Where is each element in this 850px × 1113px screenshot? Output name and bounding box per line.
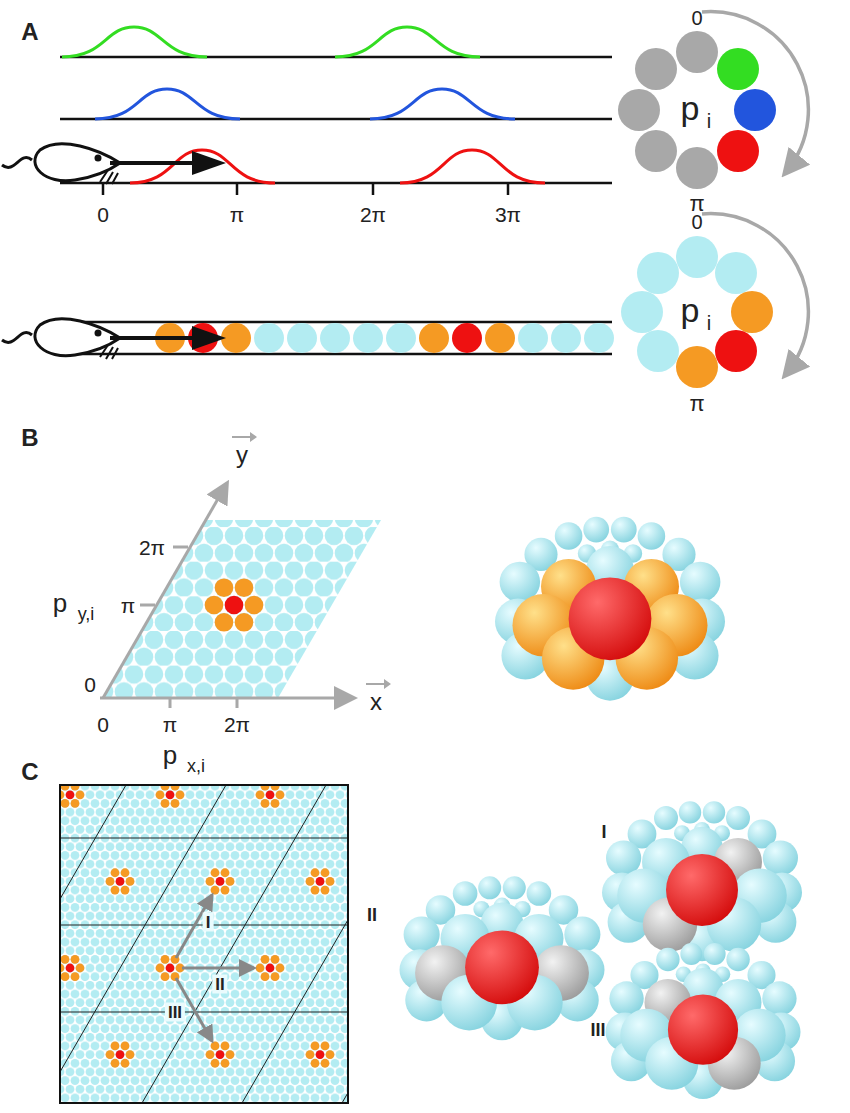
phase-label: 0 (691, 8, 702, 28)
vector-label: III (165, 1003, 185, 1022)
tick-label: 2π (139, 537, 165, 558)
panel-letter: C (21, 760, 38, 784)
phase-subscript: i (707, 111, 711, 131)
phase-label: 0 (691, 212, 702, 232)
variant-label: II (367, 906, 377, 924)
tick-label: 0 (97, 204, 109, 225)
tick-label: 3π (495, 204, 521, 225)
tick-label: 0 (97, 714, 109, 735)
phase-symbol: p (681, 293, 700, 327)
tick-label: π (121, 595, 136, 616)
tick-label: 2π (360, 204, 386, 225)
tick-label: 0 (84, 674, 96, 695)
axis-title: p (53, 590, 67, 616)
panel-letter: A (21, 20, 38, 44)
panel-letter: B (21, 426, 38, 450)
variant-label: III (590, 1021, 605, 1039)
phase-subscript: i (707, 313, 711, 333)
phase-symbol: p (681, 91, 700, 125)
tick-label: π (230, 204, 245, 225)
variant-label: I (601, 823, 606, 841)
vector-label: I (203, 913, 214, 932)
axis-vector-label: y (236, 443, 248, 467)
axis-subscript: y,i (78, 605, 95, 623)
vector-label: II (212, 975, 227, 994)
axis-vector-label: x (370, 690, 382, 714)
phase-label: π (689, 393, 704, 415)
tick-label: 2π (224, 714, 250, 735)
axis-subscript: x,i (187, 757, 205, 775)
tick-label: π (163, 714, 178, 735)
axis-title: p (163, 742, 177, 768)
